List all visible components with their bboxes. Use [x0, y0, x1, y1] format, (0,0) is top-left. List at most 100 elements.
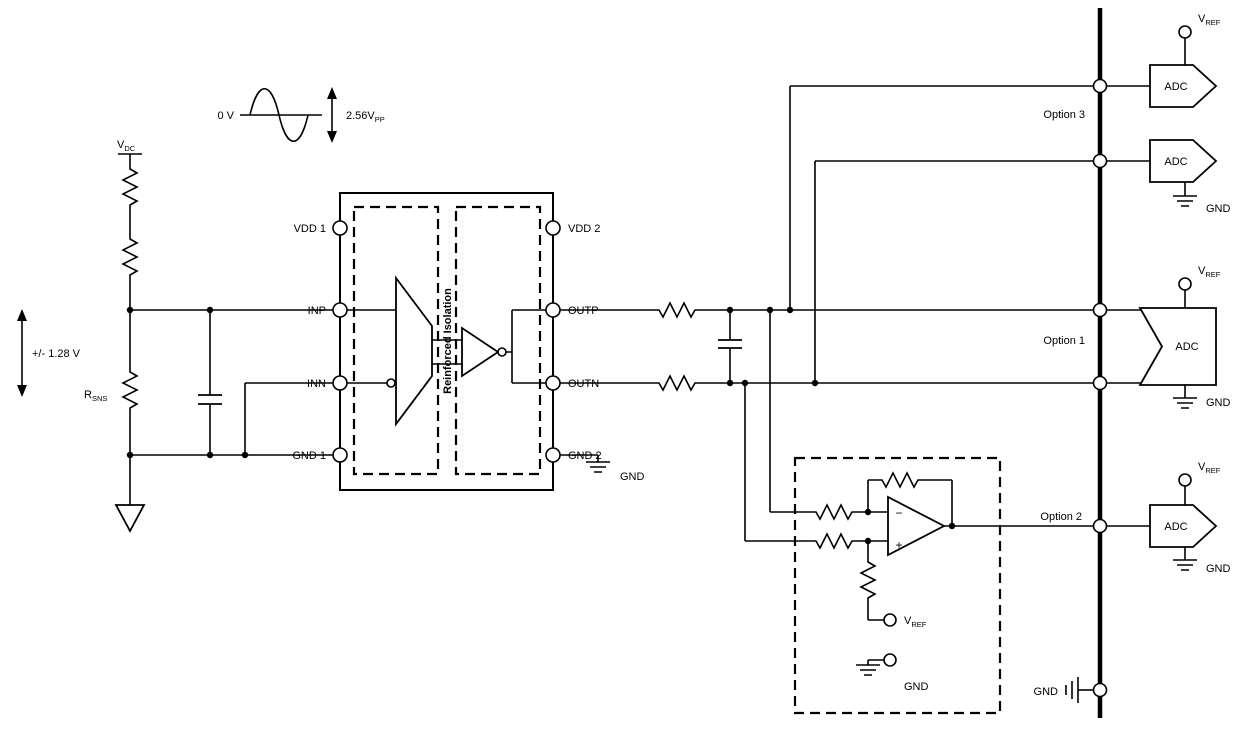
- adc-symbol: [1138, 307, 1217, 386]
- bus-node: [1092, 518, 1108, 534]
- junction-dot: [864, 508, 872, 516]
- ic-outline: [339, 192, 554, 491]
- vref-terminal: [1178, 277, 1192, 291]
- isolated-amplifier-ic: Reinforced Isolation VDD 1 INP INN GND 1…: [292, 192, 645, 491]
- pin-label-gnd2: GND 2: [568, 450, 602, 462]
- pin-label-inp: INP: [308, 305, 326, 317]
- pin-inn: [332, 375, 348, 391]
- vref-label: VREF: [1198, 265, 1221, 279]
- inn-node-circle: [386, 378, 396, 388]
- pin-outn: [545, 375, 561, 391]
- zero-volt-label: 0 V: [217, 110, 234, 122]
- option-labels: Option 3 Option 1 Option 2: [1040, 109, 1085, 523]
- junction-dot: [206, 306, 214, 314]
- arrow-up-icon: [17, 309, 27, 321]
- opamp-dashed-box: [793, 456, 1002, 715]
- adc-symbol: [1149, 139, 1218, 183]
- junction-dot: [241, 451, 249, 459]
- opamp-vref-label: VREF: [904, 615, 927, 629]
- feedback-resistor: [877, 472, 923, 488]
- adc-symbol: [1149, 504, 1218, 548]
- vref-terminal: [1178, 25, 1192, 39]
- gnd2-ground-label: GND: [620, 471, 645, 483]
- isolation-right-box: [454, 205, 542, 476]
- rsns-label: RSNS: [84, 389, 107, 403]
- adc-label: ADC: [1175, 341, 1198, 353]
- opamp-plus-sign: +: [895, 538, 902, 552]
- opamp-wires: [744, 310, 1150, 665]
- pin-vdd1: [332, 220, 348, 236]
- pin-gnd2: [545, 447, 561, 463]
- resistor: [122, 164, 138, 210]
- resistor: [811, 533, 857, 549]
- bus-node: [1092, 302, 1108, 318]
- opamp-gnd-label: GND: [904, 681, 929, 693]
- option2-label: Option 2: [1040, 511, 1082, 523]
- pin-label-vdd1: VDD 1: [294, 223, 326, 235]
- bus-node: [1092, 682, 1108, 698]
- capacitor: [718, 339, 742, 349]
- bus-node: [1092, 375, 1108, 391]
- ground-icon: [855, 664, 881, 676]
- pin-outp: [545, 302, 561, 318]
- adc-label: ADC: [1164, 521, 1187, 533]
- junction-dot: [206, 451, 214, 459]
- junction-dot: [864, 537, 872, 545]
- ground-icon: [1172, 397, 1198, 409]
- gnd-label: GND: [1206, 397, 1231, 409]
- option3-label: Option 3: [1043, 109, 1085, 121]
- opamp-triangle: [887, 495, 946, 557]
- vref-label: VREF: [1198, 13, 1221, 27]
- source-section: VDC RSNS +/- 1.28 V: [17, 139, 333, 533]
- adc-label: ADC: [1164, 81, 1187, 93]
- adc-option3-bottom: ADC GND: [1149, 139, 1231, 215]
- junction-dot: [786, 306, 794, 314]
- output-wires: [560, 85, 1150, 384]
- adc-option2: ADC VREF GND: [1149, 461, 1231, 575]
- arrow-up-icon: [327, 87, 337, 99]
- sine-wave-icon: [249, 87, 309, 143]
- arrow-down-icon: [17, 385, 27, 397]
- amp-output-circle: [497, 347, 507, 357]
- opamp-minus-sign: −: [895, 506, 902, 520]
- ground-triangle-icon: [114, 504, 146, 533]
- junction-dot: [811, 379, 819, 387]
- pin-label-outp: OUTP: [568, 305, 599, 317]
- pin-label-vdd2: VDD 2: [568, 223, 600, 235]
- waveform-annotation: 0 V 2.56VPP: [217, 87, 385, 143]
- gnd2-wire: [560, 454, 599, 462]
- bus-nodes: [1092, 78, 1108, 698]
- junction-dot: [126, 306, 134, 314]
- option1-label: Option 1: [1043, 335, 1085, 347]
- adc-symbol: [1149, 64, 1218, 108]
- junction-dot: [726, 379, 734, 387]
- ground-icon: [1172, 195, 1198, 207]
- sense-resistor: [122, 367, 138, 413]
- isolation-barrier-label: Reinforced Isolation: [442, 288, 454, 394]
- vref-terminal: [1178, 473, 1192, 487]
- ground-icon: [585, 461, 611, 473]
- ic-internal-wires: [347, 309, 546, 384]
- modulator-trapezoid: [395, 275, 433, 427]
- bus-node: [1092, 78, 1108, 94]
- ground-icon: [1172, 559, 1198, 571]
- vdc-label: VDC: [117, 139, 136, 153]
- resistor: [654, 375, 700, 391]
- junction-dot: [948, 522, 956, 530]
- pin-gnd1: [332, 447, 348, 463]
- arrow-down-icon: [327, 131, 337, 143]
- gnd-label: GND: [1206, 203, 1231, 215]
- resistor: [122, 234, 138, 280]
- ground-icon: [1065, 677, 1079, 703]
- junction-dot: [126, 451, 134, 459]
- adc-option1: ADC VREF GND: [1138, 265, 1231, 409]
- vpp-label: 2.56VPP: [346, 110, 385, 124]
- capacitor: [198, 394, 222, 405]
- gnd-label: GND: [1034, 686, 1059, 698]
- resistor: [654, 302, 700, 318]
- resistor: [811, 504, 857, 520]
- source-wires: [118, 153, 333, 505]
- junction-dot: [726, 306, 734, 314]
- opamp-circuit: − + VREF GND: [744, 310, 1150, 715]
